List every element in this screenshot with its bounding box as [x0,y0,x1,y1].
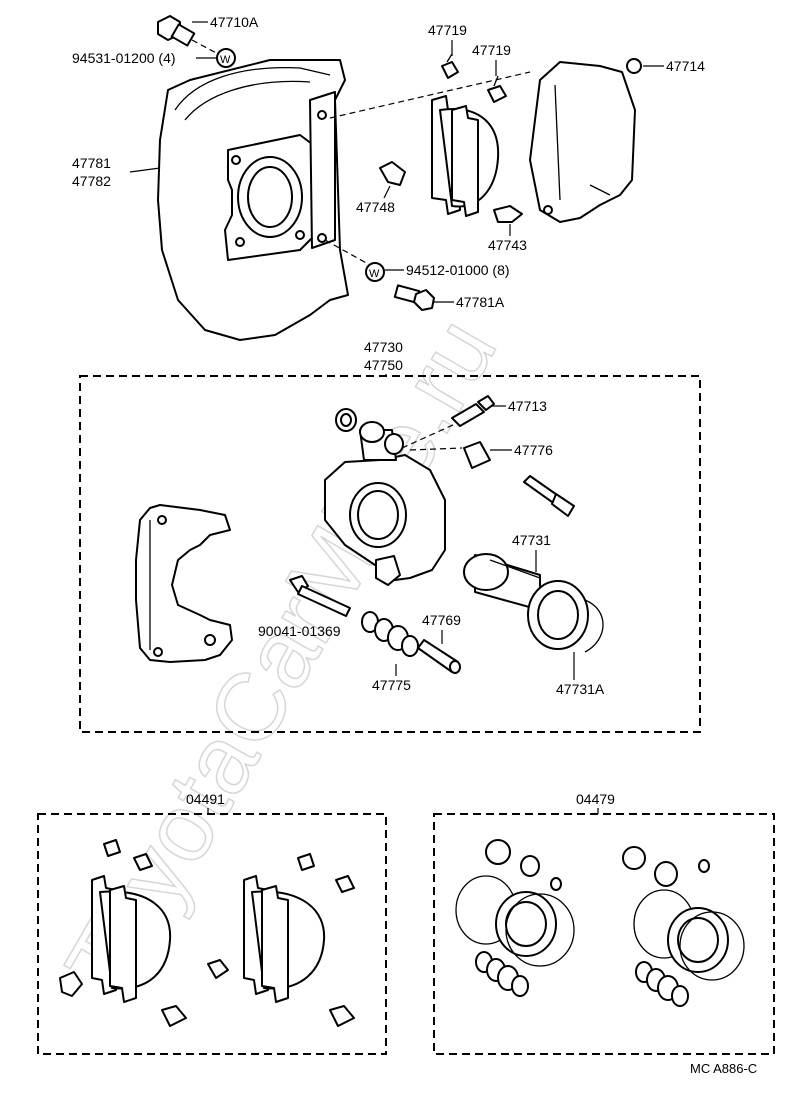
bleeder-47713-drawing[interactable] [451,395,495,427]
label-47769: 47769 [422,612,461,628]
label-47750: 47750 [364,357,403,373]
label-94531-01200: 94531-01200 (4) [72,50,176,66]
label-47710a: 47710A [210,14,259,30]
brake-pads-drawing[interactable] [431,95,500,217]
bolt-90041-drawing[interactable] [289,575,351,617]
guide-pin-upper-drawing[interactable] [523,475,575,517]
pad-kit-right-pads-drawing[interactable] [243,875,326,1003]
clip-47719-b-drawing[interactable] [487,75,507,103]
washer-94512-drawing[interactable]: W [365,262,385,282]
bolt-47781a-drawing[interactable] [393,284,435,311]
pad-kit-box [37,813,387,1055]
clip-47719-a-drawing[interactable] [441,53,459,79]
label-47775: 47775 [372,677,411,693]
caliper-body-drawing[interactable] [324,421,446,586]
label-47776: 47776 [514,442,553,458]
seal-47731a-drawing[interactable] [527,580,604,653]
cylinder-kit-left-parts-drawing[interactable] [455,839,575,997]
label-47731: 47731 [512,532,551,548]
label-04479: 04479 [576,791,615,807]
cylinder-kit-box [433,813,775,1055]
label-04491: 04491 [186,791,225,807]
torque-plate-drawing[interactable] [135,504,233,663]
caliper-top-drawing[interactable] [529,61,636,223]
caliper-assy-box [79,375,701,733]
bolt-47710a-drawing[interactable] [157,15,196,47]
label-47713: 47713 [508,398,547,414]
label-47714: 47714 [666,58,705,74]
label-47731a: 47731A [556,681,605,697]
label-47743: 47743 [488,237,527,253]
label-47782: 47782 [72,173,111,189]
label-94512-01000: 94512-01000 (8) [406,262,510,278]
figure-code: MC A886-C [690,1061,757,1076]
seal-ring-drawing[interactable] [335,408,357,432]
shim-47714-drawing[interactable] [626,58,642,74]
label-47730: 47730 [364,339,403,355]
label-90041-01369: 90041-01369 [258,623,341,639]
label-47781: 47781 [72,155,111,171]
pad-kit-left-pads-drawing[interactable] [91,875,172,1003]
label-47781a: 47781A [456,294,505,310]
svg-text:W: W [369,268,380,280]
piston-47731-drawing[interactable] [463,553,541,611]
svg-text:W: W [220,54,231,66]
cap-47776-drawing[interactable] [463,441,491,469]
label-47719-b: 47719 [472,42,511,58]
pin-47769-drawing[interactable] [417,639,461,674]
clip-47743-drawing[interactable] [493,205,523,223]
dust-cover-drawing[interactable] [157,59,349,341]
boot-47775-drawing[interactable] [361,611,419,657]
pad-kit-clips-drawing[interactable] [59,839,355,1027]
label-47748: 47748 [356,199,395,215]
cylinder-kit-right-parts-drawing[interactable] [622,846,745,1007]
label-47719-a: 47719 [428,22,467,38]
clip-47748-drawing[interactable] [379,161,406,186]
washer-94531-drawing[interactable]: W [216,48,236,68]
